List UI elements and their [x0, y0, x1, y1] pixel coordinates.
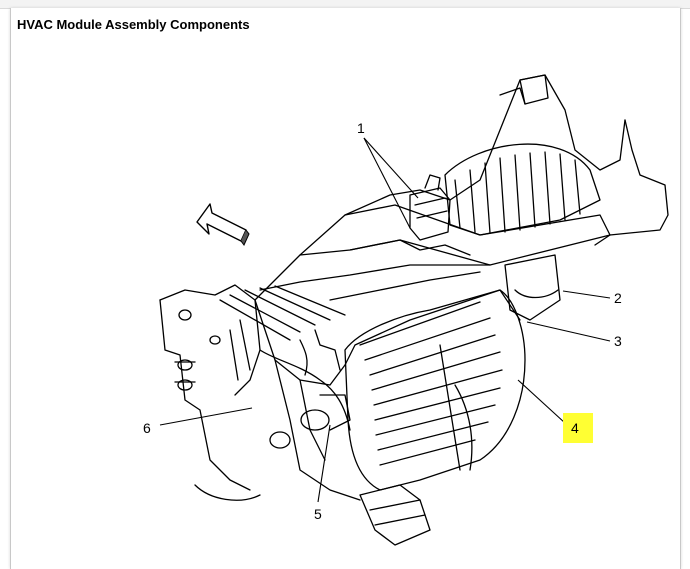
leader-line-4	[517, 379, 566, 424]
callout-4-highlight	[563, 413, 593, 443]
leader-line-5	[317, 424, 331, 503]
leader-line-2	[562, 290, 611, 299]
leader-line-1b	[363, 137, 411, 229]
callout-5: 5	[314, 506, 322, 522]
callout-1: 1	[357, 120, 365, 136]
leader-line-1a	[363, 137, 419, 199]
hvac-module-line-art	[159, 74, 669, 546]
callout-leader-lines	[159, 137, 611, 503]
callout-4: 4	[571, 420, 579, 436]
forward-arrow-icon	[196, 203, 250, 246]
document-page	[10, 8, 681, 569]
callout-2: 2	[614, 290, 622, 306]
leader-line-6	[159, 407, 253, 426]
page-title: HVAC Module Assembly Components	[17, 17, 250, 32]
leader-line-3	[526, 321, 611, 342]
callout-3: 3	[614, 333, 622, 349]
callout-6: 6	[143, 420, 151, 436]
